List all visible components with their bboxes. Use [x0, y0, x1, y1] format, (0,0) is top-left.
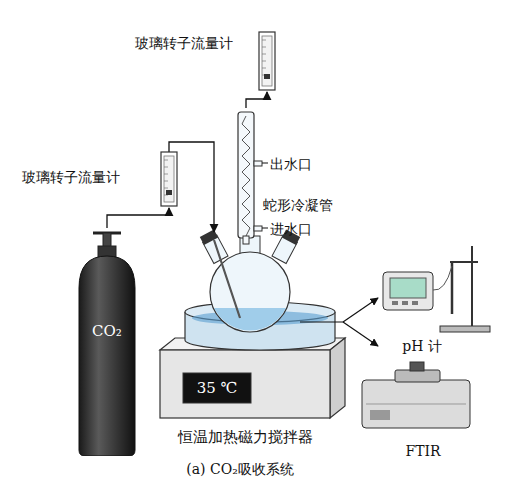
shape-part — [262, 54, 266, 55]
shape-part — [164, 174, 168, 175]
serpentine-condenser — [238, 112, 268, 244]
drawing-part — [243, 236, 249, 244]
drawing-part — [471, 246, 473, 326]
drawing-part — [343, 322, 378, 346]
cylinder-label: CO₂ — [75, 322, 139, 340]
ph-meter-device — [383, 246, 490, 332]
ftir-instrument — [362, 362, 470, 428]
drawing-part — [214, 308, 286, 331]
drawing-part — [392, 301, 398, 305]
temperature-display: 35 ℃ — [183, 379, 251, 397]
shape-part — [262, 40, 266, 41]
drawing-part — [410, 362, 424, 371]
shape-part — [264, 74, 270, 79]
stirrer: 35 ℃恒温加热磁力搅拌器 — [150, 318, 340, 450]
gas-line-connector — [107, 208, 169, 228]
drawing-part — [262, 163, 268, 164]
shape-part — [79, 256, 135, 456]
condenser-label: 蛇形冷凝管 — [263, 196, 345, 214]
drawing-part — [450, 261, 478, 263]
flowmeter-label: 玻璃转子流量计 — [135, 34, 257, 52]
drawing-part — [402, 301, 408, 305]
drawing-part — [395, 370, 440, 382]
drawing-part — [383, 272, 433, 310]
gas-line-connector — [246, 92, 267, 108]
drawing-part — [440, 326, 490, 332]
drawing-part — [242, 116, 250, 236]
gas-cylinder: CO₂ — [75, 228, 139, 456]
ftir: FTIR — [355, 362, 475, 457]
shape-part — [262, 61, 266, 62]
gas-cylinder-outline — [75, 228, 139, 456]
drawing-part — [343, 298, 378, 322]
drawing-part — [254, 226, 262, 231]
sampling-arrows — [300, 298, 378, 346]
flowmeter: 玻璃转子流量计 — [22, 150, 182, 208]
ftir-label: FTIR — [393, 442, 453, 460]
shape-part — [164, 181, 168, 182]
shape-part — [164, 156, 174, 202]
drawing-part — [238, 112, 254, 238]
shape-part — [164, 188, 168, 189]
three-neck-flask — [200, 230, 300, 332]
drawing-part — [214, 240, 240, 318]
shape-part — [166, 190, 172, 195]
drawing-part — [366, 404, 466, 405]
drawing-part — [362, 380, 470, 428]
drawing-part — [160, 350, 330, 418]
water-bath — [185, 302, 335, 350]
ph-meter-label: pH 计 — [392, 337, 452, 355]
shape-part — [161, 152, 177, 206]
drawing-part — [412, 301, 418, 305]
shape-part — [262, 36, 272, 86]
shape-part — [259, 32, 275, 90]
flowmeter-label: 玻璃转子流量计 — [22, 168, 157, 186]
port-label: 进水口 — [270, 220, 312, 238]
drawing-part — [300, 321, 343, 322]
drawing-part — [254, 161, 262, 166]
port-label: 出水口 — [270, 155, 312, 173]
drawing-part — [262, 228, 268, 229]
shape-part — [262, 68, 266, 69]
drawing-part — [433, 266, 452, 290]
figure-caption: (a) CO₂吸收系统 — [120, 460, 360, 478]
drawing-part — [390, 278, 426, 298]
shape-part — [164, 167, 168, 168]
stirrer-label: 恒温加热磁力搅拌器 — [145, 428, 345, 446]
ph-meter: pH 计 — [380, 240, 495, 355]
shape-part — [164, 160, 168, 161]
flowmeter: 玻璃转子流量计 — [135, 30, 285, 92]
drawing-part — [370, 410, 390, 420]
drawing-part — [330, 338, 345, 418]
shape-part — [262, 47, 266, 48]
drawing-part — [183, 373, 251, 403]
